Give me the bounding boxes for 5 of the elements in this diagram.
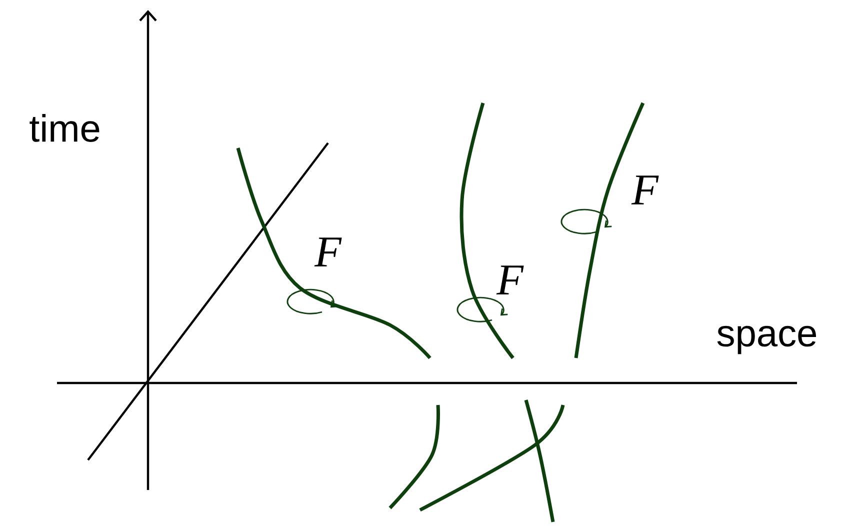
force-label: F	[496, 266, 524, 294]
force-label: F	[314, 238, 342, 266]
force-label: F	[631, 176, 659, 204]
axis-label: space	[717, 326, 816, 354]
axis-label: time	[30, 114, 100, 142]
